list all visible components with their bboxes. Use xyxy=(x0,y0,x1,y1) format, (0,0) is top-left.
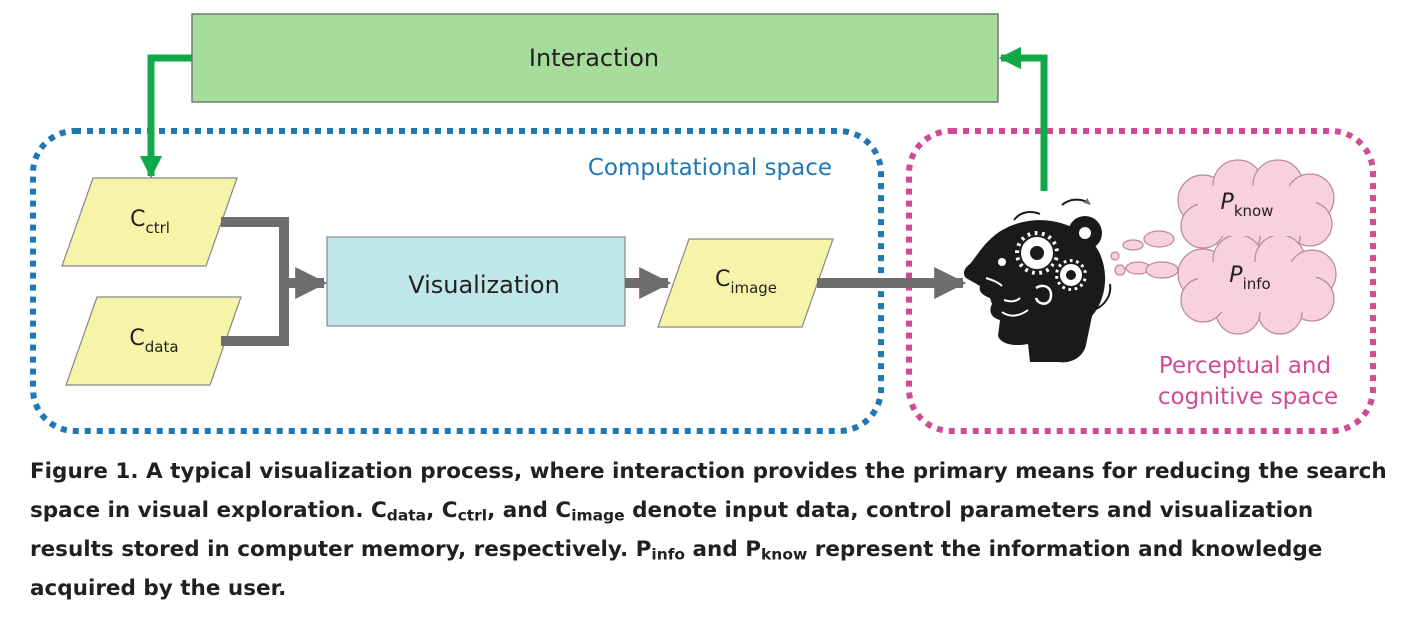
visualization-label: Visualization xyxy=(408,271,560,299)
c-ctrl-node xyxy=(61,177,238,267)
p-info-label: Pinfo xyxy=(1229,263,1270,293)
user-to-interaction-arrow xyxy=(998,46,1048,191)
c-data-node xyxy=(65,296,242,386)
p-know-label: Pknow xyxy=(1221,190,1274,220)
computational-space-label: Computational space xyxy=(588,155,832,181)
perceptual-space-region xyxy=(906,128,1376,434)
c-data-label: Cdata xyxy=(129,326,178,356)
interaction-to-ctrl-arrow xyxy=(139,54,192,179)
head-with-gears-icon xyxy=(963,197,1112,363)
perceptual-space-label-line2: cognitive space xyxy=(1158,384,1338,410)
visualization-box xyxy=(326,236,626,327)
cloud-fill xyxy=(1198,186,1316,312)
perceptual-space-label-line1: Perceptual and xyxy=(1159,353,1331,379)
figure-caption: Figure 1. A typical visualization proces… xyxy=(30,459,1387,601)
c-ctrl-label: Cctrl xyxy=(130,207,170,237)
c-image-label: Cimage xyxy=(715,267,777,297)
interaction-box xyxy=(191,13,999,103)
interaction-label: Interaction xyxy=(529,44,659,72)
diagram-canvas: Interaction Computational space Perceptu… xyxy=(30,13,1376,434)
